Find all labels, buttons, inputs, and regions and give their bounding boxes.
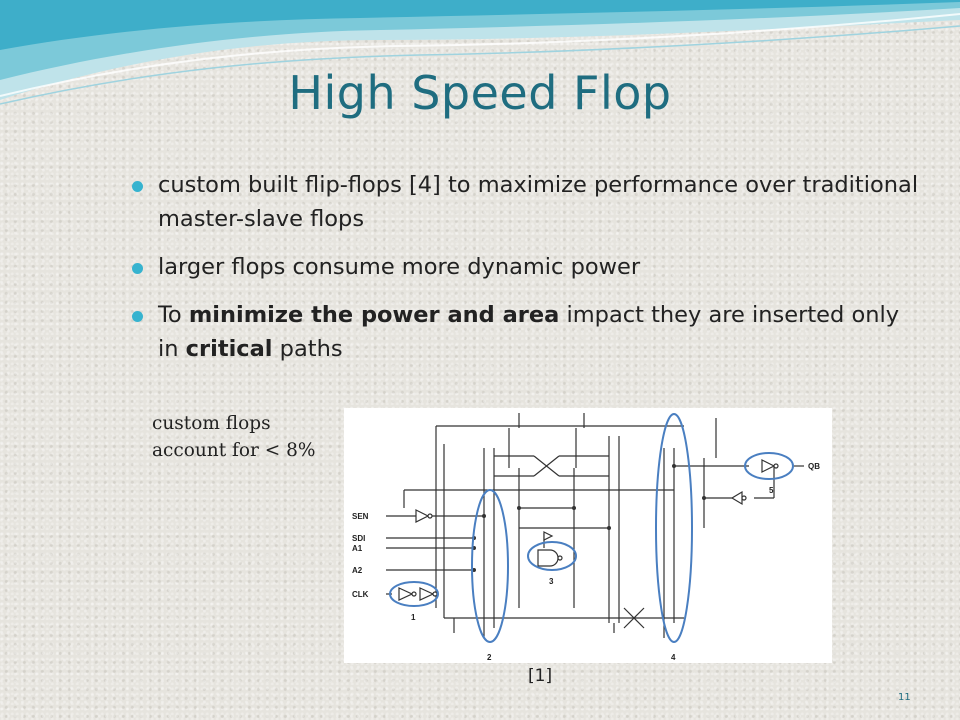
- label-a2: A2: [352, 566, 363, 575]
- highlight-ellipse-5: [744, 452, 794, 480]
- circuit-gates: [398, 459, 779, 601]
- label-sen: SEN: [352, 512, 369, 521]
- highlight-ellipse-1: [389, 581, 439, 607]
- highlight-ellipses: [389, 413, 794, 643]
- block-label-4: 4: [671, 653, 676, 662]
- bullet-text-3-bold2: critical: [185, 336, 273, 362]
- bullet-item-3: To minimize the power and area impact th…: [130, 298, 920, 366]
- bullet-text-3-bold1: minimize the power and area: [188, 302, 560, 328]
- bullet-text-1: custom built flip-flops [4] to maximize …: [158, 172, 919, 232]
- bullet-text-3-mid: impact they are inserted only in: [158, 302, 900, 362]
- highlight-ellipse-3: [527, 541, 577, 571]
- bullet-text-2: larger flops consume more dynamic power: [158, 254, 641, 280]
- bullet-dot-icon: [132, 311, 143, 322]
- citation: [1]: [528, 666, 553, 686]
- circuit-labels: SEN SDI A1 A2 CLK QB 1 2 3 4 5: [352, 462, 820, 662]
- page-number: 11: [898, 692, 911, 703]
- bullet-text-3-post: paths: [272, 336, 343, 362]
- label-qb: QB: [808, 462, 820, 471]
- note-line-1: custom flops: [152, 413, 271, 434]
- block-label-3: 3: [549, 577, 554, 586]
- bullet-dot-icon: [132, 263, 143, 274]
- circuit-wiring: [386, 413, 804, 638]
- bullet-item-1: custom built flip-flops [4] to maximize …: [130, 168, 920, 236]
- bullet-dot-icon: [132, 181, 143, 192]
- header-wave-decoration: [0, 0, 960, 105]
- block-label-1: 1: [411, 613, 416, 622]
- custom-flops-note: custom flops account for < 8%: [152, 410, 315, 464]
- note-line-2: account for < 8%: [152, 440, 316, 461]
- label-sdi: SDI: [352, 534, 365, 543]
- block-label-5: 5: [769, 486, 774, 495]
- bullet-text-3-pre: To: [158, 302, 189, 328]
- bullet-list: custom built flip-flops [4] to maximize …: [130, 168, 920, 380]
- bullet-item-2: larger flops consume more dynamic power: [130, 250, 920, 284]
- flip-flop-circuit-diagram: SEN SDI A1 A2 CLK QB 1 2 3 4 5: [344, 408, 832, 663]
- highlight-ellipse-4: [655, 413, 693, 643]
- slide-title: High Speed Flop: [288, 66, 672, 120]
- block-label-2: 2: [487, 653, 492, 662]
- label-a1: A1: [352, 544, 363, 553]
- highlight-ellipse-2: [471, 489, 509, 643]
- label-clk: CLK: [352, 590, 369, 599]
